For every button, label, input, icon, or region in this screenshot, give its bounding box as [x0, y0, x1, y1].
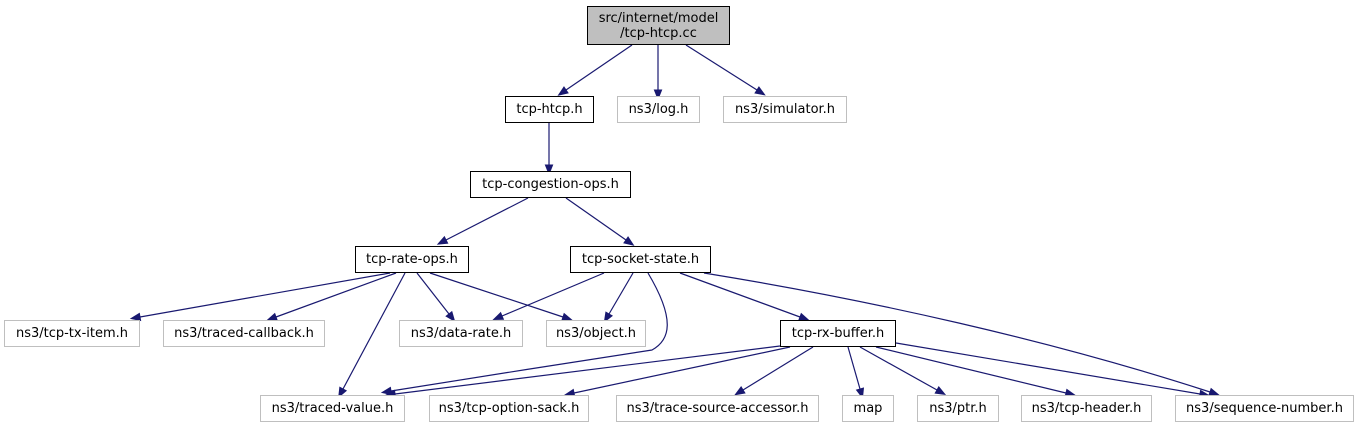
edge-line — [416, 272, 450, 315]
edge-line — [445, 197, 529, 241]
edge-line — [608, 272, 634, 315]
arrowhead-icon — [436, 235, 449, 245]
arrowhead-icon — [380, 386, 393, 396]
arrowhead-icon — [934, 385, 947, 396]
node-ns3-tcp-option-sack-h: ns3/tcp-option-sack.h — [429, 395, 589, 422]
edge-line — [685, 44, 758, 91]
edge-line — [875, 346, 1067, 394]
edge-line — [679, 272, 801, 318]
edge-line — [703, 272, 1211, 393]
edge-line — [501, 272, 605, 317]
edge-line — [342, 272, 406, 390]
node-label: ns3/tcp-tx-item.h — [15, 326, 129, 341]
arrowhead-icon — [544, 164, 554, 176]
node-ns3-ptr-h: ns3/ptr.h — [917, 395, 999, 422]
edge-line — [139, 272, 391, 318]
edge-line — [565, 197, 627, 241]
arrowhead-icon — [129, 312, 142, 322]
arrowhead-icon — [445, 310, 456, 323]
node-label: ns3/tcp-option-sack.h — [438, 401, 580, 416]
edge-tcp-rx-buffer-h-to-ns3-trace-source-accessor-h — [734, 346, 814, 396]
arrowhead-icon — [653, 89, 663, 101]
arrowhead-icon — [557, 86, 569, 96]
node-tcp-rate-ops-h[interactable]: tcp-rate-ops.h — [355, 246, 469, 273]
edge-tcp-rx-buffer-h-to-map — [847, 346, 865, 399]
arrowhead-icon — [492, 311, 505, 321]
node-label: ns3/log.h — [628, 102, 689, 117]
edge-root-to-ns3-log-h — [653, 45, 663, 101]
edge-line — [859, 346, 938, 391]
node-tcp-socket-state-h[interactable]: tcp-socket-state.h — [570, 246, 711, 273]
edge-line — [573, 346, 791, 394]
node-tcp-congestion-ops-h[interactable]: tcp-congestion-ops.h — [470, 171, 631, 198]
node-ns3-data-rate-h: ns3/data-rate.h — [399, 320, 523, 347]
node-ns3-tcp-tx-item-h: ns3/tcp-tx-item.h — [4, 320, 140, 347]
node-label: tcp-htcp.h — [516, 102, 583, 117]
edge-root-to-ns3-simulator-h — [685, 44, 766, 96]
edge-line — [429, 272, 564, 318]
node-ns3-object-h: ns3/object.h — [546, 320, 646, 347]
edge-tcp-socket-state-h-to-ns3-data-rate-h — [492, 272, 605, 321]
edge-line — [565, 44, 633, 91]
node-root[interactable]: src/internet/model /tcp-htcp.cc — [587, 6, 730, 45]
node-map: map — [842, 395, 894, 422]
node-label: ns3/tcp-header.h — [1031, 401, 1142, 416]
node-label: tcp-congestion-ops.h — [482, 177, 619, 192]
node-tcp-rx-buffer-h[interactable]: tcp-rx-buffer.h — [780, 320, 896, 347]
node-ns3-log-h: ns3/log.h — [617, 96, 700, 123]
node-label: ns3/traced-callback.h — [174, 326, 314, 341]
node-ns3-simulator-h: ns3/simulator.h — [723, 96, 847, 123]
edge-line — [847, 346, 861, 390]
edge-tcp-rate-ops-h-to-ns3-data-rate-h — [416, 272, 456, 323]
node-tcp-htcp-h[interactable]: tcp-htcp.h — [505, 96, 594, 123]
node-ns3-tcp-header-h: ns3/tcp-header.h — [1021, 395, 1152, 422]
edge-root-to-tcp-htcp-h — [557, 44, 633, 96]
edge-tcp-rx-buffer-h-to-ns3-tcp-header-h — [875, 346, 1077, 398]
edge-line — [394, 345, 781, 395]
edge-tcp-rx-buffer-h-to-ns3-ptr-h — [859, 346, 947, 396]
edge-tcp-rate-ops-h-to-ns3-traced-value-h — [338, 272, 406, 399]
node-label: ns3/object.h — [555, 326, 637, 341]
node-label: ns3/trace-source-accessor.h — [626, 401, 809, 416]
node-label: ns3/data-rate.h — [410, 326, 512, 341]
edge-tcp-congestion-ops-h-to-tcp-rate-ops-h — [436, 197, 529, 245]
arrowhead-icon — [623, 236, 635, 246]
edge-line — [275, 272, 397, 318]
node-ns3-traced-callback-h: ns3/traced-callback.h — [163, 320, 325, 347]
node-label: ns3/simulator.h — [734, 102, 836, 117]
node-label: tcp-rate-ops.h — [366, 252, 458, 267]
node-ns3-traced-value-h: ns3/traced-value.h — [260, 395, 405, 422]
node-label: ns3/sequence-number.h — [1186, 401, 1343, 416]
edge-tcp-socket-state-h-to-ns3-traced-value-h — [380, 272, 668, 396]
edge-line — [895, 342, 1201, 395]
node-label: ns3/ptr.h — [929, 401, 987, 416]
arrowhead-icon — [338, 386, 348, 399]
node-ns3-sequence-number-h: ns3/sequence-number.h — [1175, 395, 1354, 422]
node-label: tcp-socket-state.h — [581, 252, 700, 267]
edge-tcp-htcp-h-to-tcp-congestion-ops-h — [544, 123, 554, 176]
node-label: src/internet/model /tcp-htcp.cc — [598, 10, 719, 41]
node-label: ns3/traced-value.h — [271, 401, 394, 416]
edge-tcp-rate-ops-h-to-ns3-tcp-tx-item-h — [129, 272, 391, 322]
node-label: tcp-rx-buffer.h — [791, 326, 885, 341]
arrowhead-icon — [603, 311, 613, 323]
edge-tcp-socket-state-h-to-ns3-object-h — [603, 272, 634, 323]
edge-tcp-rate-ops-h-to-ns3-traced-callback-h — [266, 272, 397, 321]
edge-line — [742, 346, 814, 391]
arrowhead-icon — [734, 386, 746, 396]
node-label: map — [853, 401, 883, 416]
edge-tcp-congestion-ops-h-to-tcp-socket-state-h — [565, 197, 635, 246]
node-ns3-trace-source-accessor-h: ns3/trace-source-accessor.h — [616, 395, 819, 422]
arrowhead-icon — [754, 86, 766, 96]
edge-tcp-rate-ops-h-to-ns3-object-h — [429, 272, 573, 321]
edge-tcp-rx-buffer-h-to-ns3-traced-value-h — [384, 345, 781, 399]
edge-line — [390, 272, 668, 392]
edge-tcp-rx-buffer-h-to-ns3-tcp-option-sack-h — [563, 346, 791, 398]
